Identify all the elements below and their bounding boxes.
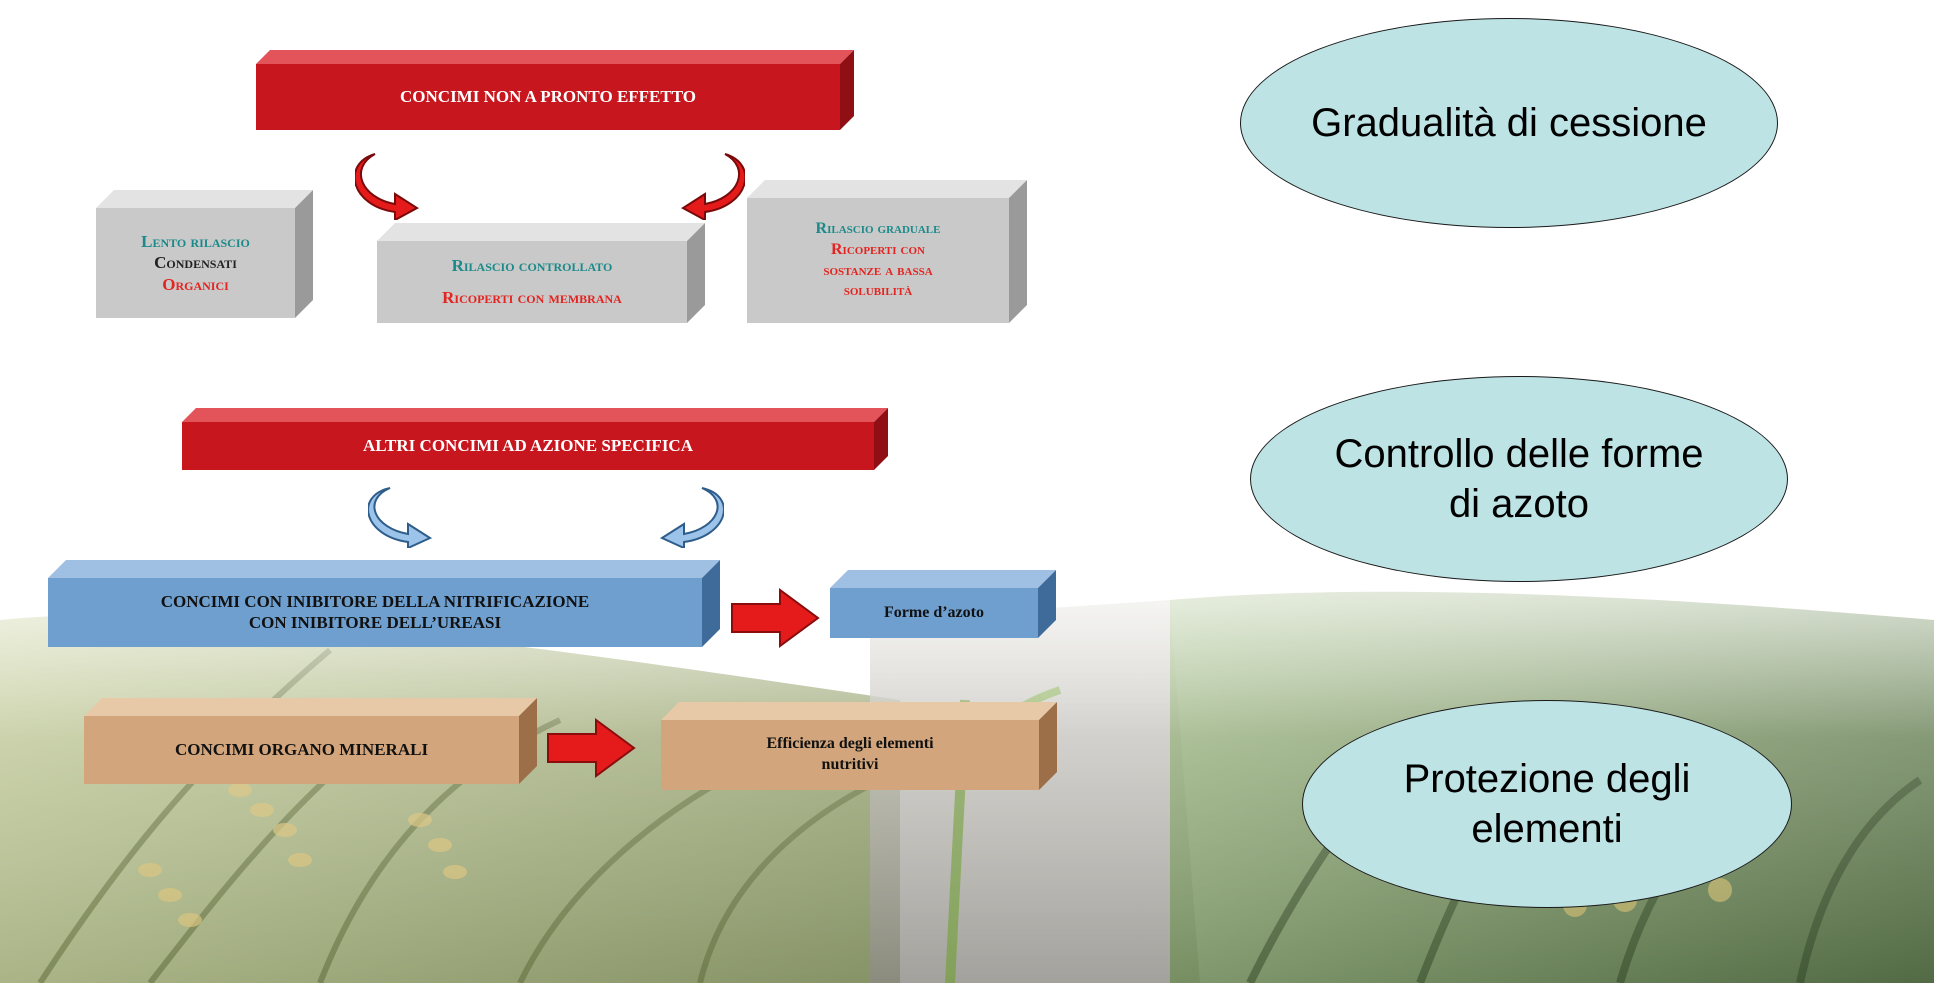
ellipse-controllo-azoto: Controllo delle forme di azoto bbox=[1250, 376, 1788, 582]
box-efficienza: Efficienza degli elementi nutritivi bbox=[661, 720, 1039, 790]
lento-line1: Lento rilascio bbox=[141, 232, 250, 252]
curved-arrow-blue-icon bbox=[368, 487, 433, 548]
efficienza-line2: nutritivi bbox=[821, 756, 879, 773]
box-organo-minerali: CONCIMI ORGANO MINERALI bbox=[84, 716, 519, 784]
inibitore-line1: CONCIMI CON INIBITORE DELLA NITRIFICAZIO… bbox=[160, 592, 590, 612]
lento-line3: Organici bbox=[162, 274, 229, 294]
ellipse-gradualita: Gradualità di cessione bbox=[1240, 18, 1778, 228]
ellipse-protezione-line1: Protezione degli bbox=[1403, 757, 1691, 801]
ellipse-protezione: Protezione degli elementi bbox=[1302, 700, 1792, 908]
header-non-pronto-effetto: CONCIMI NON A PRONTO EFFETTO bbox=[256, 64, 840, 130]
graduale-line3: sostanze a bassa bbox=[823, 261, 933, 279]
box-lento-3d bbox=[96, 190, 313, 318]
organo-label: CONCIMI ORGANO MINERALI bbox=[174, 740, 429, 759]
box-efficienza-3d bbox=[661, 702, 1057, 790]
box-forme-3d bbox=[830, 570, 1056, 638]
lento-line2: Condensati bbox=[154, 253, 237, 273]
box-controllato-3d bbox=[377, 223, 705, 323]
forme-label: Forme d’azoto bbox=[884, 604, 984, 621]
box-inibitore: CONCIMI CON INIBITORE DELLA NITRIFICAZIO… bbox=[48, 578, 702, 647]
header-box-3d-top bbox=[256, 50, 854, 130]
right-arrow-red-icon bbox=[731, 588, 820, 648]
inibitore-line2: CON INIBITORE DELL’UREASI bbox=[248, 612, 502, 632]
header-non-pronto-effetto-label: CONCIMI NON A PRONTO EFFETTO bbox=[400, 87, 696, 106]
ellipse-gradualita-line1: Gradualità di cessione bbox=[1311, 101, 1707, 145]
efficienza-line1: Efficienza degli elementi bbox=[766, 735, 934, 753]
box-lento-rilascio: Lento rilascio Condensati Organici bbox=[96, 208, 295, 318]
curved-arrow-red-icon bbox=[355, 153, 419, 220]
graduale-line4: solubilità bbox=[843, 282, 913, 300]
box-inibitore-3d bbox=[48, 560, 720, 647]
header-box-3d-middle bbox=[182, 408, 888, 470]
graduale-line1: Rilascio graduale bbox=[815, 219, 941, 237]
box-forme-azoto: Forme d’azoto bbox=[830, 588, 1038, 638]
controllato-line1: Rilascio controllato bbox=[451, 255, 613, 275]
ellipse-controllo-line2: di azoto bbox=[1448, 482, 1590, 526]
ellipse-controllo-line1: Controllo delle forme bbox=[1334, 432, 1704, 476]
box-organo-3d bbox=[84, 698, 537, 784]
box-graduale-3d bbox=[747, 180, 1027, 323]
graduale-line2: Ricoperti con bbox=[830, 240, 925, 258]
box-rilascio-controllato: Rilascio controllato Ricoperti con membr… bbox=[377, 241, 687, 323]
right-arrow-red-icon bbox=[547, 718, 636, 778]
box-rilascio-graduale: Rilascio graduale Ricoperti con sostanze… bbox=[747, 198, 1009, 323]
header-azione-specifica-label: ALTRI CONCIMI AD AZIONE SPECIFICA bbox=[363, 436, 693, 455]
curved-arrow-blue-icon bbox=[659, 487, 724, 548]
curved-arrow-red-icon bbox=[681, 153, 745, 220]
ellipse-protezione-line2: elementi bbox=[1471, 807, 1623, 851]
header-azione-specifica: ALTRI CONCIMI AD AZIONE SPECIFICA bbox=[182, 422, 874, 470]
controllato-line2: Ricoperti con membrana bbox=[442, 288, 622, 307]
